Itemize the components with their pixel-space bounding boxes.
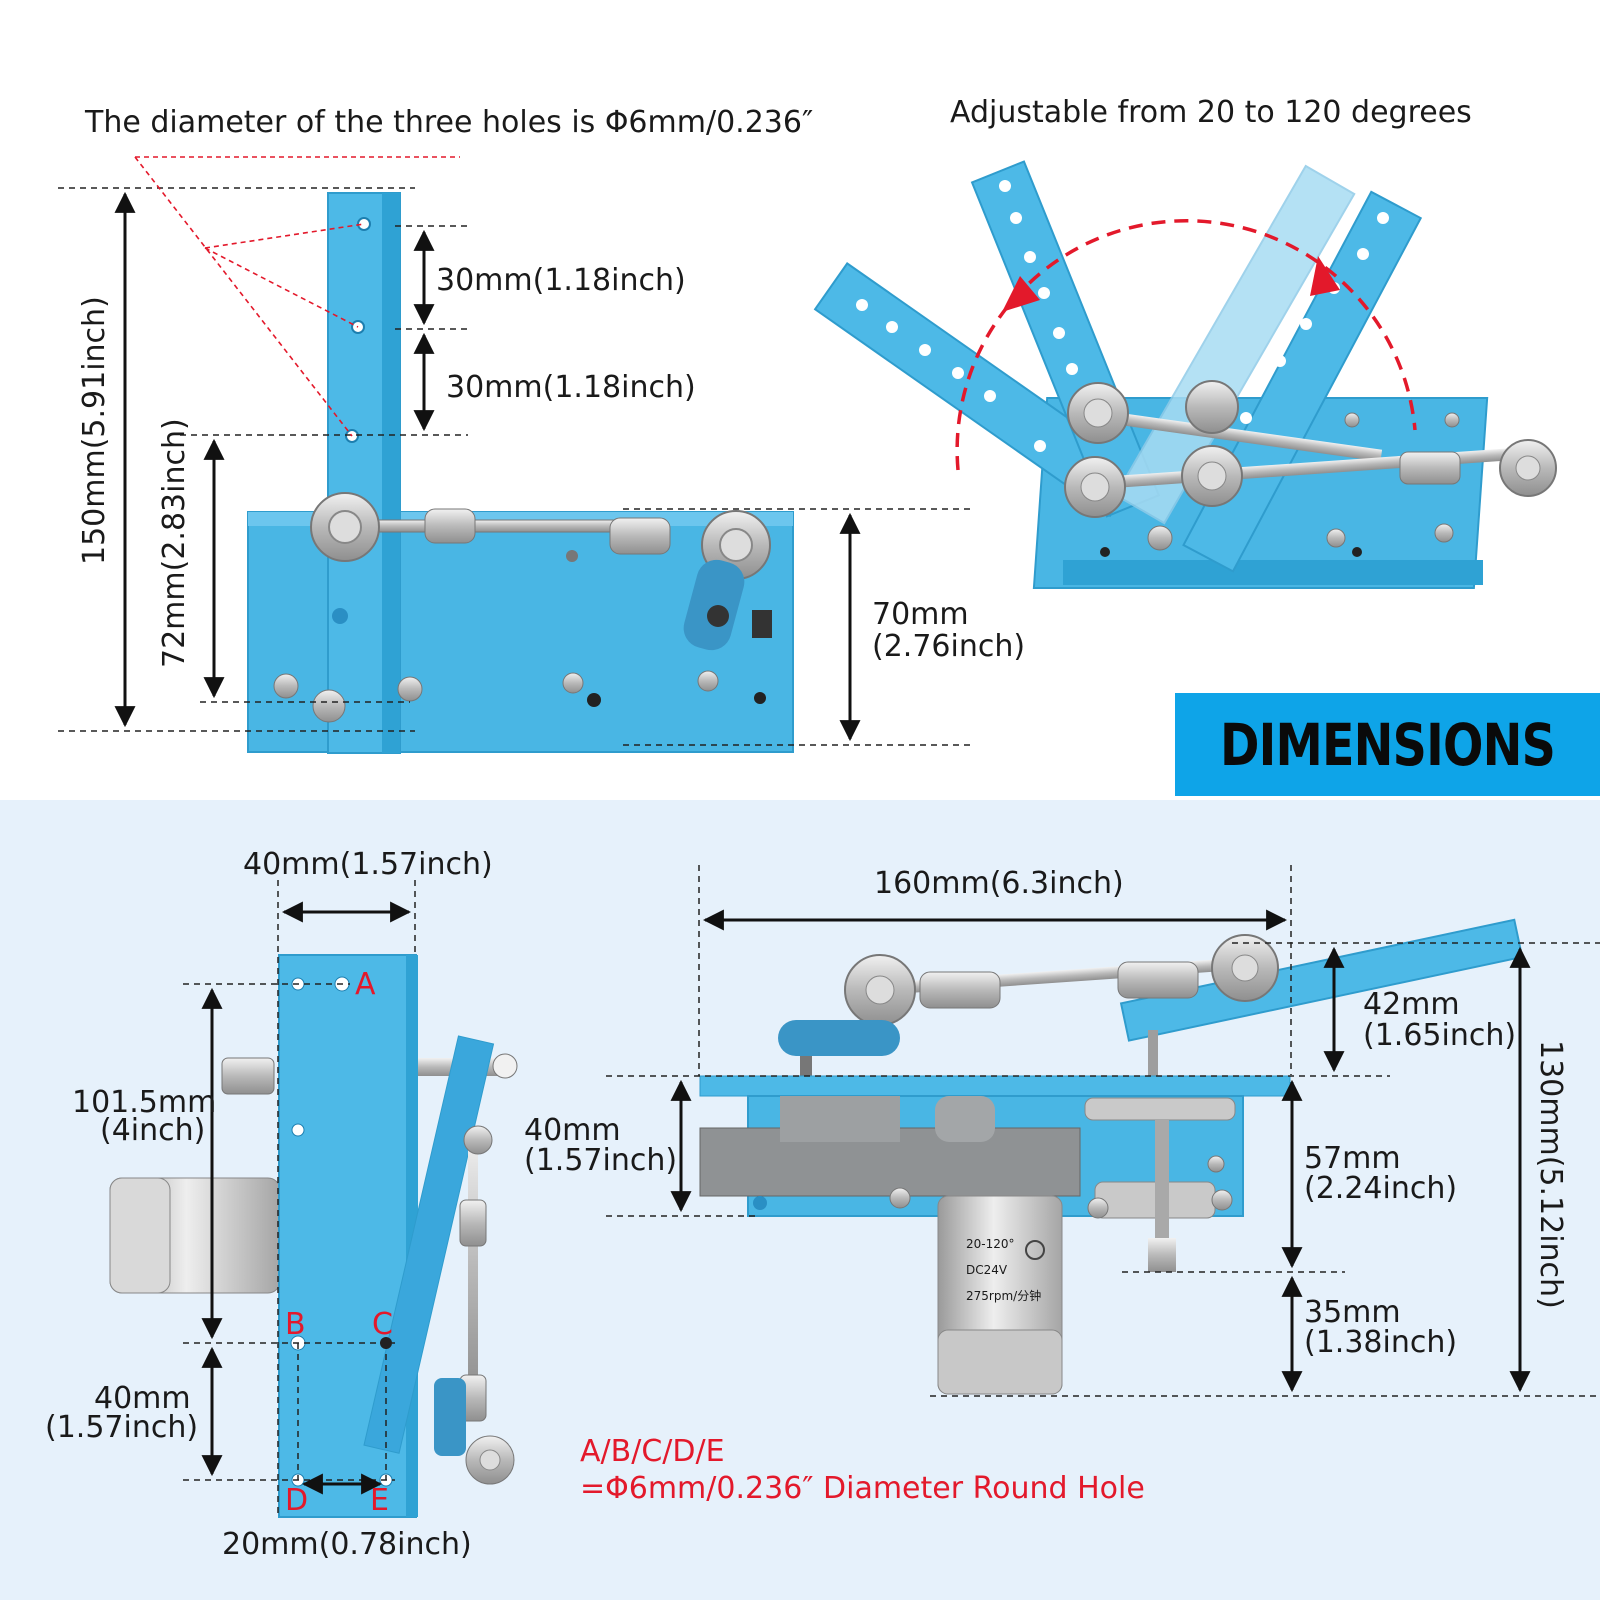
bottom-left-front-view xyxy=(109,954,518,1518)
dim-101-label-line2: (4inch) xyxy=(100,1113,206,1148)
rotation-arrowhead-right xyxy=(1310,256,1340,296)
dim-20-label: 20mm(0.78inch) xyxy=(222,1527,472,1562)
dim-40-right-label-line2: (1.57inch) xyxy=(524,1143,678,1178)
hole-a-label: A xyxy=(355,967,376,1002)
dim-101-label-line1: 101.5mm xyxy=(72,1085,217,1120)
bottom-right-dimension-arrows xyxy=(670,909,1531,1393)
dim-30-upper-label: 30mm(1.18inch) xyxy=(436,263,686,298)
top-left-dimension-arrows xyxy=(114,191,861,742)
motor-text-3: 275rpm/分钟 xyxy=(966,1289,1042,1303)
dimensions-banner xyxy=(1175,693,1600,796)
hole-e-label: E xyxy=(370,1483,389,1518)
dimensions-banner-label: DIMENSIONS xyxy=(1175,693,1600,796)
dim-130-label: 130mm(5.12inch) xyxy=(1533,1040,1568,1309)
top-left-dimension-lines xyxy=(58,187,975,746)
bottom-right-dimension-lines xyxy=(606,865,1600,1397)
dim-35-label-line2: (1.38inch) xyxy=(1304,1325,1458,1360)
dim-160-label: 160mm(6.3inch) xyxy=(874,866,1124,901)
bottom-right-side-view xyxy=(699,918,1524,1395)
dim-40-top-label: 40mm(1.57inch) xyxy=(243,847,493,882)
top-right-angle-view xyxy=(813,160,1557,589)
dim-70-label-line2: (2.76inch) xyxy=(872,629,1026,664)
rotation-arrowhead-left xyxy=(1002,276,1040,312)
dim-40-side-label-line1: 40mm xyxy=(94,1381,191,1416)
holes-diameter-note: The diameter of the three holes is Φ6mm/… xyxy=(85,105,814,140)
dim-40-side-label-line2: (1.57inch) xyxy=(45,1410,199,1445)
holes-note-line2: =Φ6mm/0.236″ Diameter Round Hole xyxy=(580,1471,1145,1506)
dim-72-label: 72mm(2.83inch) xyxy=(157,418,192,668)
angle-range-note: Adjustable from 20 to 120 degrees xyxy=(950,95,1472,130)
dim-150-label: 150mm(5.91inch) xyxy=(77,296,112,565)
motor-text-2: DC24V xyxy=(966,1263,1008,1277)
dim-40-right-label-line1: 40mm xyxy=(524,1113,621,1148)
dim-57-label-line2: (2.24inch) xyxy=(1304,1171,1458,1206)
bottom-left-dimension-arrows xyxy=(201,901,412,1495)
dim-57-label-line1: 57mm xyxy=(1304,1141,1401,1176)
hole-c-label: C xyxy=(372,1307,393,1342)
dim-30-lower-label: 30mm(1.18inch) xyxy=(446,370,696,405)
hole-d-label: D xyxy=(285,1483,309,1518)
dimensions-title: DIMENSIONS xyxy=(1219,710,1556,779)
hole-b-label: B xyxy=(285,1307,306,1342)
rotation-arc xyxy=(955,218,1417,471)
dim-70-label-line1: 70mm xyxy=(872,597,969,632)
dim-35-label-line1: 35mm xyxy=(1304,1295,1401,1330)
top-left-bracket-view xyxy=(247,192,794,754)
holes-callout-lines xyxy=(134,156,460,437)
motor-text-1: 20-120° xyxy=(966,1237,1015,1251)
dim-42-label-line1: 42mm xyxy=(1363,987,1460,1022)
dim-42-label-line2: (1.65inch) xyxy=(1363,1018,1517,1053)
holes-note-line1: A/B/C/D/E xyxy=(580,1434,725,1469)
